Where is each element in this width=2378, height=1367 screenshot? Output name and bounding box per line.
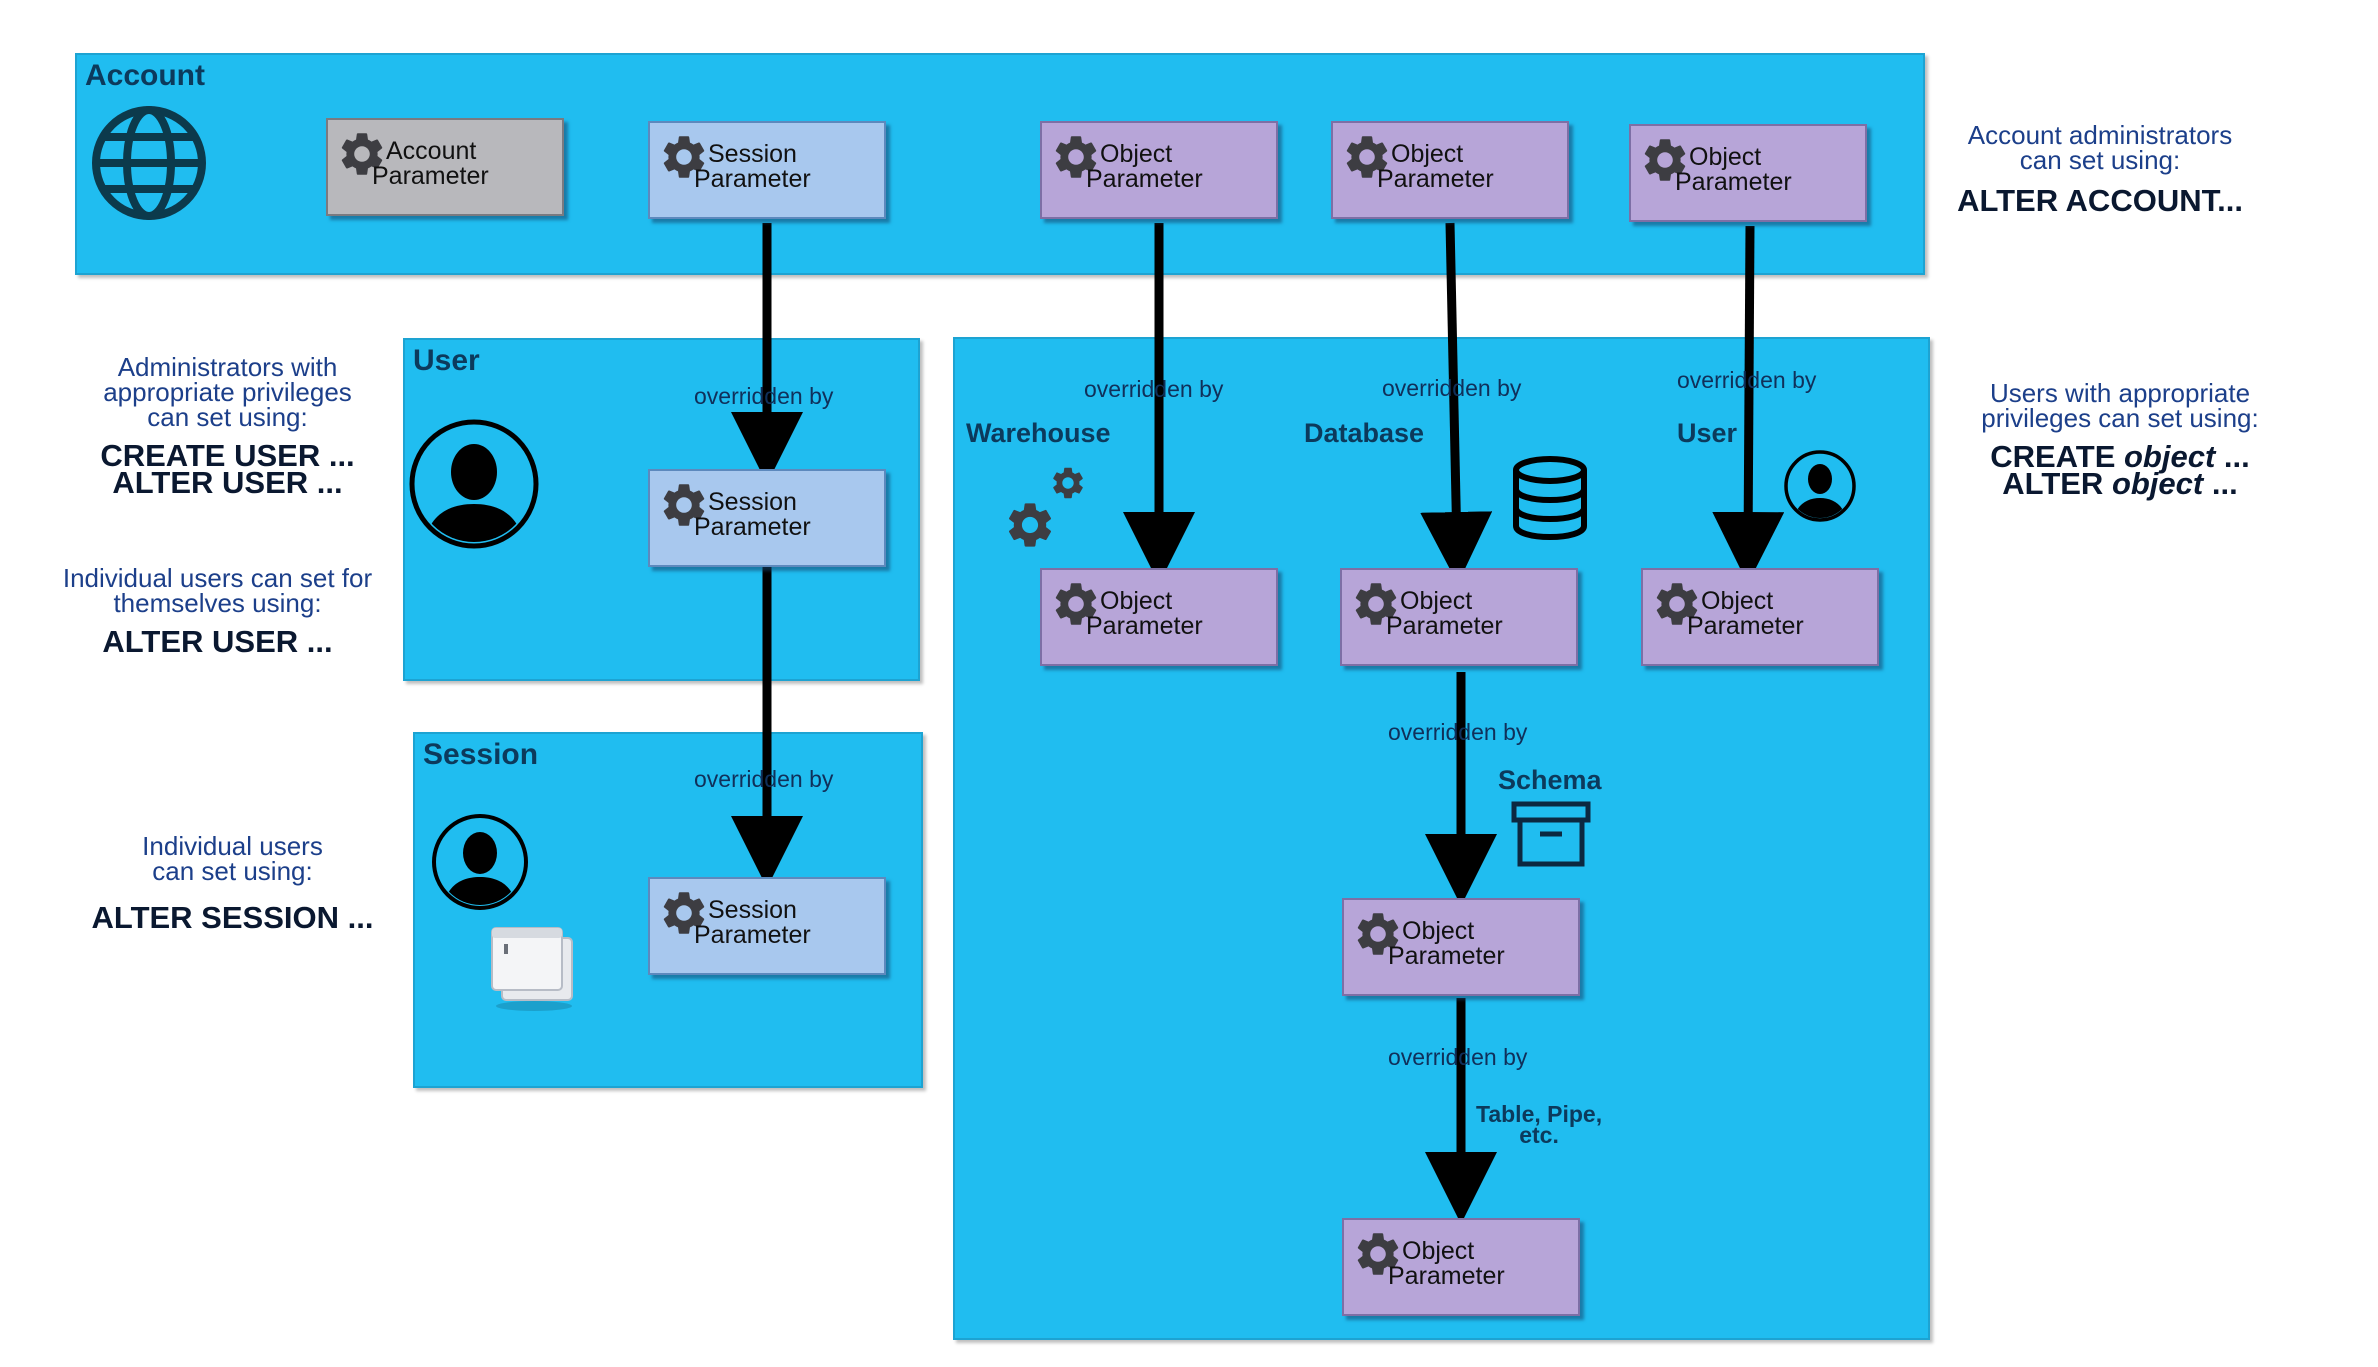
overridden-by-label: overridden by [1388, 1044, 1528, 1070]
windows-icon [491, 927, 573, 1011]
individual-users-session-note: Individual users can set using: [30, 831, 435, 886]
note-line: privileges can set using: [1981, 403, 2259, 433]
session-user-icon [432, 814, 528, 910]
cmd-create-object: object [2124, 439, 2216, 474]
user-title: User [413, 344, 480, 377]
globe-icon [92, 106, 206, 220]
box-label-line1: Account [386, 137, 477, 165]
box-label-line2: Parameter [1377, 165, 1494, 193]
individual-users-self-note: Individual users can set for themselves … [20, 563, 415, 618]
box-label-line2: Parameter [1675, 168, 1792, 196]
overridden-by-label: overridden by [1388, 719, 1528, 745]
box-label-line2: Parameter [694, 921, 811, 949]
box-label-line2: Parameter [1086, 612, 1203, 640]
box-label-line1: Object [1391, 140, 1464, 168]
account-admin-note: Account administrators can set using: [1910, 120, 2290, 175]
note-line: Users with appropriate [1989, 378, 2251, 408]
box-label-line1: Object [1689, 143, 1762, 171]
box-label-line2: Parameter [1687, 612, 1804, 640]
individual-users-session-command: ALTER SESSION ... [91, 900, 374, 935]
box-label-line2: Parameter [694, 165, 811, 193]
cmd-alter-object: object [2111, 466, 2204, 501]
table-pipe-label: Table, Pipe, etc. [1476, 1101, 1603, 1148]
account-admin-command: ALTER ACCOUNT... [1957, 183, 2243, 218]
box-label-line2: Parameter [1388, 942, 1505, 970]
overridden-by-label: overridden by [1382, 375, 1522, 401]
box-label-line1: Session [708, 488, 797, 516]
overridden-by-label: overridden by [694, 766, 834, 792]
command-line: CREATE USER ... [100, 438, 355, 473]
note-line: Administrators with [117, 352, 338, 382]
note-line: Account administrators [1967, 120, 2233, 150]
note-line: Individual users can set for [62, 563, 373, 593]
box-label-line1: Object [1402, 1237, 1475, 1265]
box-label-line1: Object [1701, 587, 1774, 615]
note-line: can set using: [147, 402, 308, 432]
user-object-label: User [1677, 418, 1738, 448]
box-label-line2: Parameter [1386, 612, 1503, 640]
box-label-line2: Parameter [694, 513, 811, 541]
box-label-line2: Parameter [372, 162, 489, 190]
box-label-line1: Object [1402, 917, 1475, 945]
schema-box-icon [1511, 801, 1591, 867]
note-line: can set using: [2019, 145, 2181, 175]
database-icon [1513, 456, 1587, 540]
account-title: Account [85, 59, 205, 92]
command-line: ALTER USER ... [112, 465, 343, 500]
database-label: Database [1304, 418, 1425, 448]
cmd-alter-prefix: ALTER [2002, 466, 2112, 501]
user-avatar-icon [409, 419, 539, 549]
overridden-by-label: overridden by [694, 383, 834, 409]
admin-privileges-note: Administrators with appropriate privileg… [30, 352, 425, 432]
cmd-create-suffix: ... [2215, 439, 2250, 474]
cmd-create-prefix: CREATE [1990, 439, 2124, 474]
box-label-line2: Parameter [1086, 165, 1203, 193]
table-pipe-line1: Table, Pipe, [1476, 1101, 1603, 1127]
admin-privileges-commands: CREATE USER ... ALTER USER ... [30, 440, 425, 498]
users-privileges-note: Users with appropriate privileges can se… [1920, 378, 2320, 433]
box-label-line1: Session [708, 140, 797, 168]
note-line: appropriate privileges [103, 377, 352, 407]
individual-users-self-command: ALTER USER ... [102, 624, 333, 659]
box-label-line1: Object [1100, 587, 1173, 615]
table-pipe-line2: etc. [1519, 1122, 1559, 1148]
note-line: Individual users [142, 831, 323, 861]
box-label-line2: Parameter [1388, 1262, 1505, 1290]
overridden-by-label: overridden by [1084, 376, 1224, 402]
object-user-icon [1784, 450, 1856, 522]
note-line: can set using: [152, 856, 313, 886]
box-label-line1: Object [1100, 140, 1173, 168]
box-label-line1: Session [708, 896, 797, 924]
overridden-by-label: overridden by [1677, 367, 1817, 393]
users-privileges-commands: CREATE object ... ALTER object ... [1920, 441, 2320, 499]
warehouse-label: Warehouse [966, 418, 1111, 448]
schema-label: Schema [1498, 765, 1602, 795]
note-line: themselves using: [113, 588, 322, 618]
box-label-line1: Object [1400, 587, 1473, 615]
session-title: Session [423, 738, 539, 771]
cmd-alter-suffix: ... [2203, 466, 2238, 501]
